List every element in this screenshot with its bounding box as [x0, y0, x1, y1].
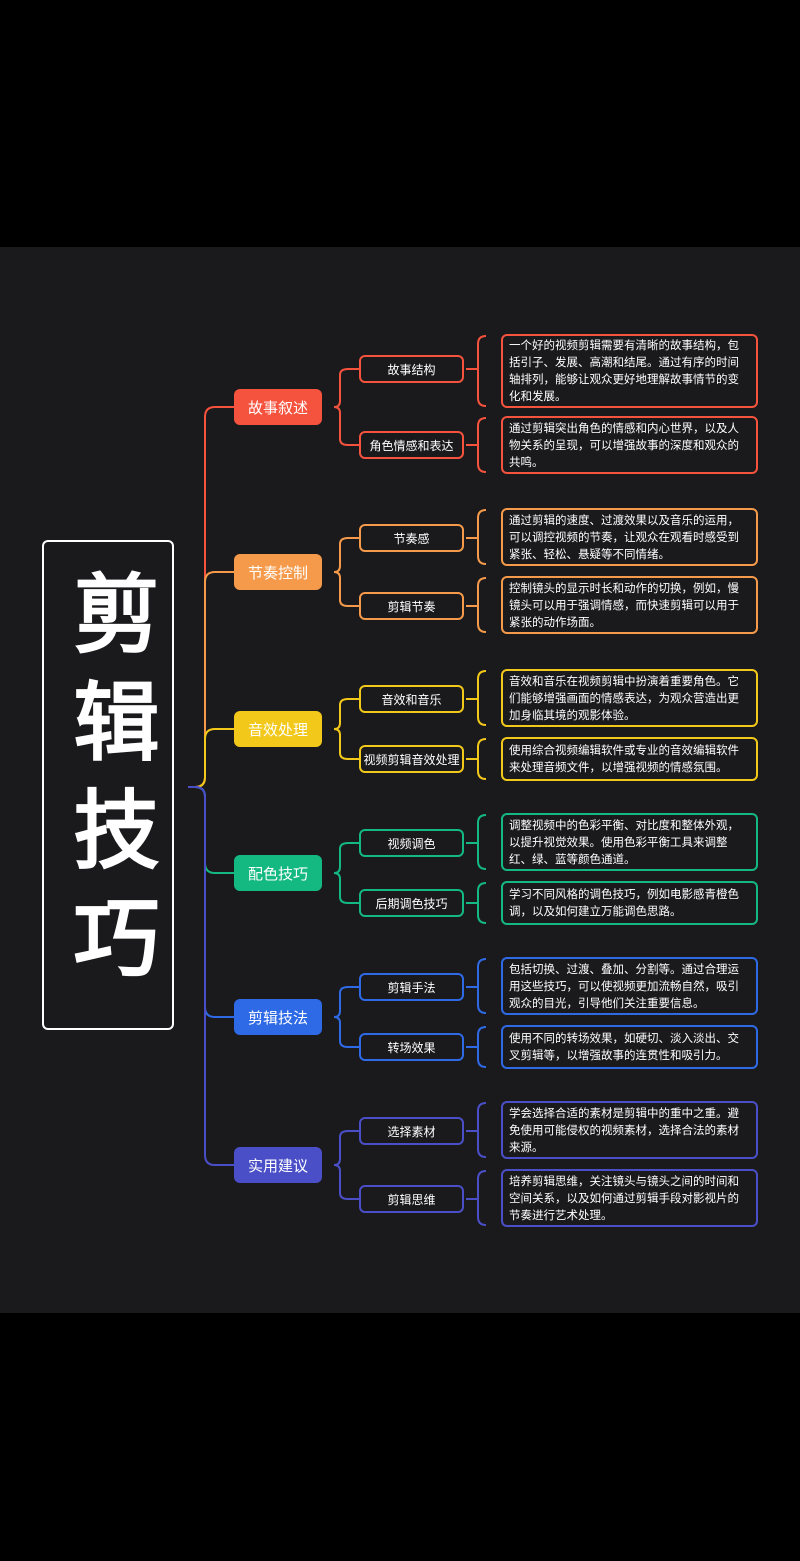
- description-box: 学习不同风格的调色技巧，例如电影感青橙色调，以及如何建立万能调色思路。: [501, 881, 758, 925]
- root-title-box: 剪辑技巧: [42, 540, 174, 1030]
- description-text: 控制镜头的显示时长和动作的切换，例如，慢镜头可以用于强调情感，而快速剪辑可以用于…: [509, 580, 739, 629]
- description-box: 包括切换、过渡、叠加、分割等。通过合理运用这些技巧，可以使视频更加流畅自然，吸引…: [501, 957, 758, 1015]
- description-box: 音效和音乐在视频剪辑中扮演着重要角色。它们能够增强画面的情感表达，为观众营造出更…: [501, 669, 758, 727]
- branch-node: 音效处理: [234, 711, 322, 747]
- description-box: 调整视频中的色彩平衡、对比度和整体外观，以提升视觉效果。使用色彩平衡工具来调整红…: [501, 813, 758, 871]
- sub-node: 剪辑节奏: [359, 592, 464, 620]
- description-text: 培养剪辑思维，关注镜头与镜头之间的时间和空间关系，以及如何通过剪辑手段对影视片的…: [509, 1173, 739, 1222]
- description-text: 学习不同风格的调色技巧，例如电影感青橙色调，以及如何建立万能调色思路。: [509, 887, 739, 918]
- description-box: 通过剪辑的速度、过渡效果以及音乐的运用，可以调控视频的节奏，让观众在观看时感受到…: [501, 508, 758, 566]
- description-text: 调整视频中的色彩平衡、对比度和整体外观，以提升视觉效果。使用色彩平衡工具来调整红…: [509, 817, 739, 866]
- root-title: 剪辑技巧: [58, 569, 158, 1001]
- description-text: 一个好的视频剪辑需要有清晰的故事结构，包括引子、发展、高潮和结尾。通过有序的时间…: [509, 338, 739, 403]
- description-text: 学会选择合适的素材是剪辑中的重中之重。避免使用可能侵权的视频素材，选择合法的素材…: [509, 1105, 739, 1154]
- branch-node: 故事叙述: [234, 389, 322, 425]
- sub-node: 角色情感和表达: [359, 431, 464, 459]
- description-box: 学会选择合适的素材是剪辑中的重中之重。避免使用可能侵权的视频素材，选择合法的素材…: [501, 1101, 758, 1159]
- description-text: 音效和音乐在视频剪辑中扮演着重要角色。它们能够增强画面的情感表达，为观众营造出更…: [509, 673, 739, 722]
- sub-node: 剪辑思维: [359, 1185, 464, 1213]
- description-box: 一个好的视频剪辑需要有清晰的故事结构，包括引子、发展、高潮和结尾。通过有序的时间…: [501, 334, 758, 408]
- description-text: 包括切换、过渡、叠加、分割等。通过合理运用这些技巧，可以使视频更加流畅自然，吸引…: [509, 961, 739, 1010]
- description-box: 通过剪辑突出角色的情感和内心世界，以及人物关系的呈现，可以增强故事的深度和观众的…: [501, 416, 758, 474]
- sub-node: 视频剪辑音效处理: [359, 745, 464, 773]
- description-box: 使用不同的转场效果，如硬切、淡入淡出、交叉剪辑等，以增强故事的连贯性和吸引力。: [501, 1025, 758, 1069]
- branch-node: 剪辑技法: [234, 999, 322, 1035]
- sub-node: 选择素材: [359, 1117, 464, 1145]
- description-box: 使用综合视频编辑软件或专业的音效编辑软件来处理音频文件，以增强视频的情感氛围。: [501, 737, 758, 781]
- description-box: 控制镜头的显示时长和动作的切换，例如，慢镜头可以用于强调情感，而快速剪辑可以用于…: [501, 576, 758, 634]
- branch-node: 节奏控制: [234, 554, 322, 590]
- sub-node: 后期调色技巧: [359, 889, 464, 917]
- description-text: 通过剪辑突出角色的情感和内心世界，以及人物关系的呈现，可以增强故事的深度和观众的…: [509, 420, 739, 469]
- sub-node: 音效和音乐: [359, 685, 464, 713]
- sub-node: 故事结构: [359, 355, 464, 383]
- description-text: 通过剪辑的速度、过渡效果以及音乐的运用，可以调控视频的节奏，让观众在观看时感受到…: [509, 512, 739, 561]
- sub-node: 剪辑手法: [359, 973, 464, 1001]
- branch-node: 实用建议: [234, 1147, 322, 1183]
- sub-node: 视频调色: [359, 829, 464, 857]
- description-box: 培养剪辑思维，关注镜头与镜头之间的时间和空间关系，以及如何通过剪辑手段对影视片的…: [501, 1169, 758, 1227]
- description-text: 使用综合视频编辑软件或专业的音效编辑软件来处理音频文件，以增强视频的情感氛围。: [509, 743, 739, 774]
- sub-node: 转场效果: [359, 1033, 464, 1061]
- description-text: 使用不同的转场效果，如硬切、淡入淡出、交叉剪辑等，以增强故事的连贯性和吸引力。: [509, 1031, 739, 1062]
- branch-node: 配色技巧: [234, 855, 322, 891]
- sub-node: 节奏感: [359, 524, 464, 552]
